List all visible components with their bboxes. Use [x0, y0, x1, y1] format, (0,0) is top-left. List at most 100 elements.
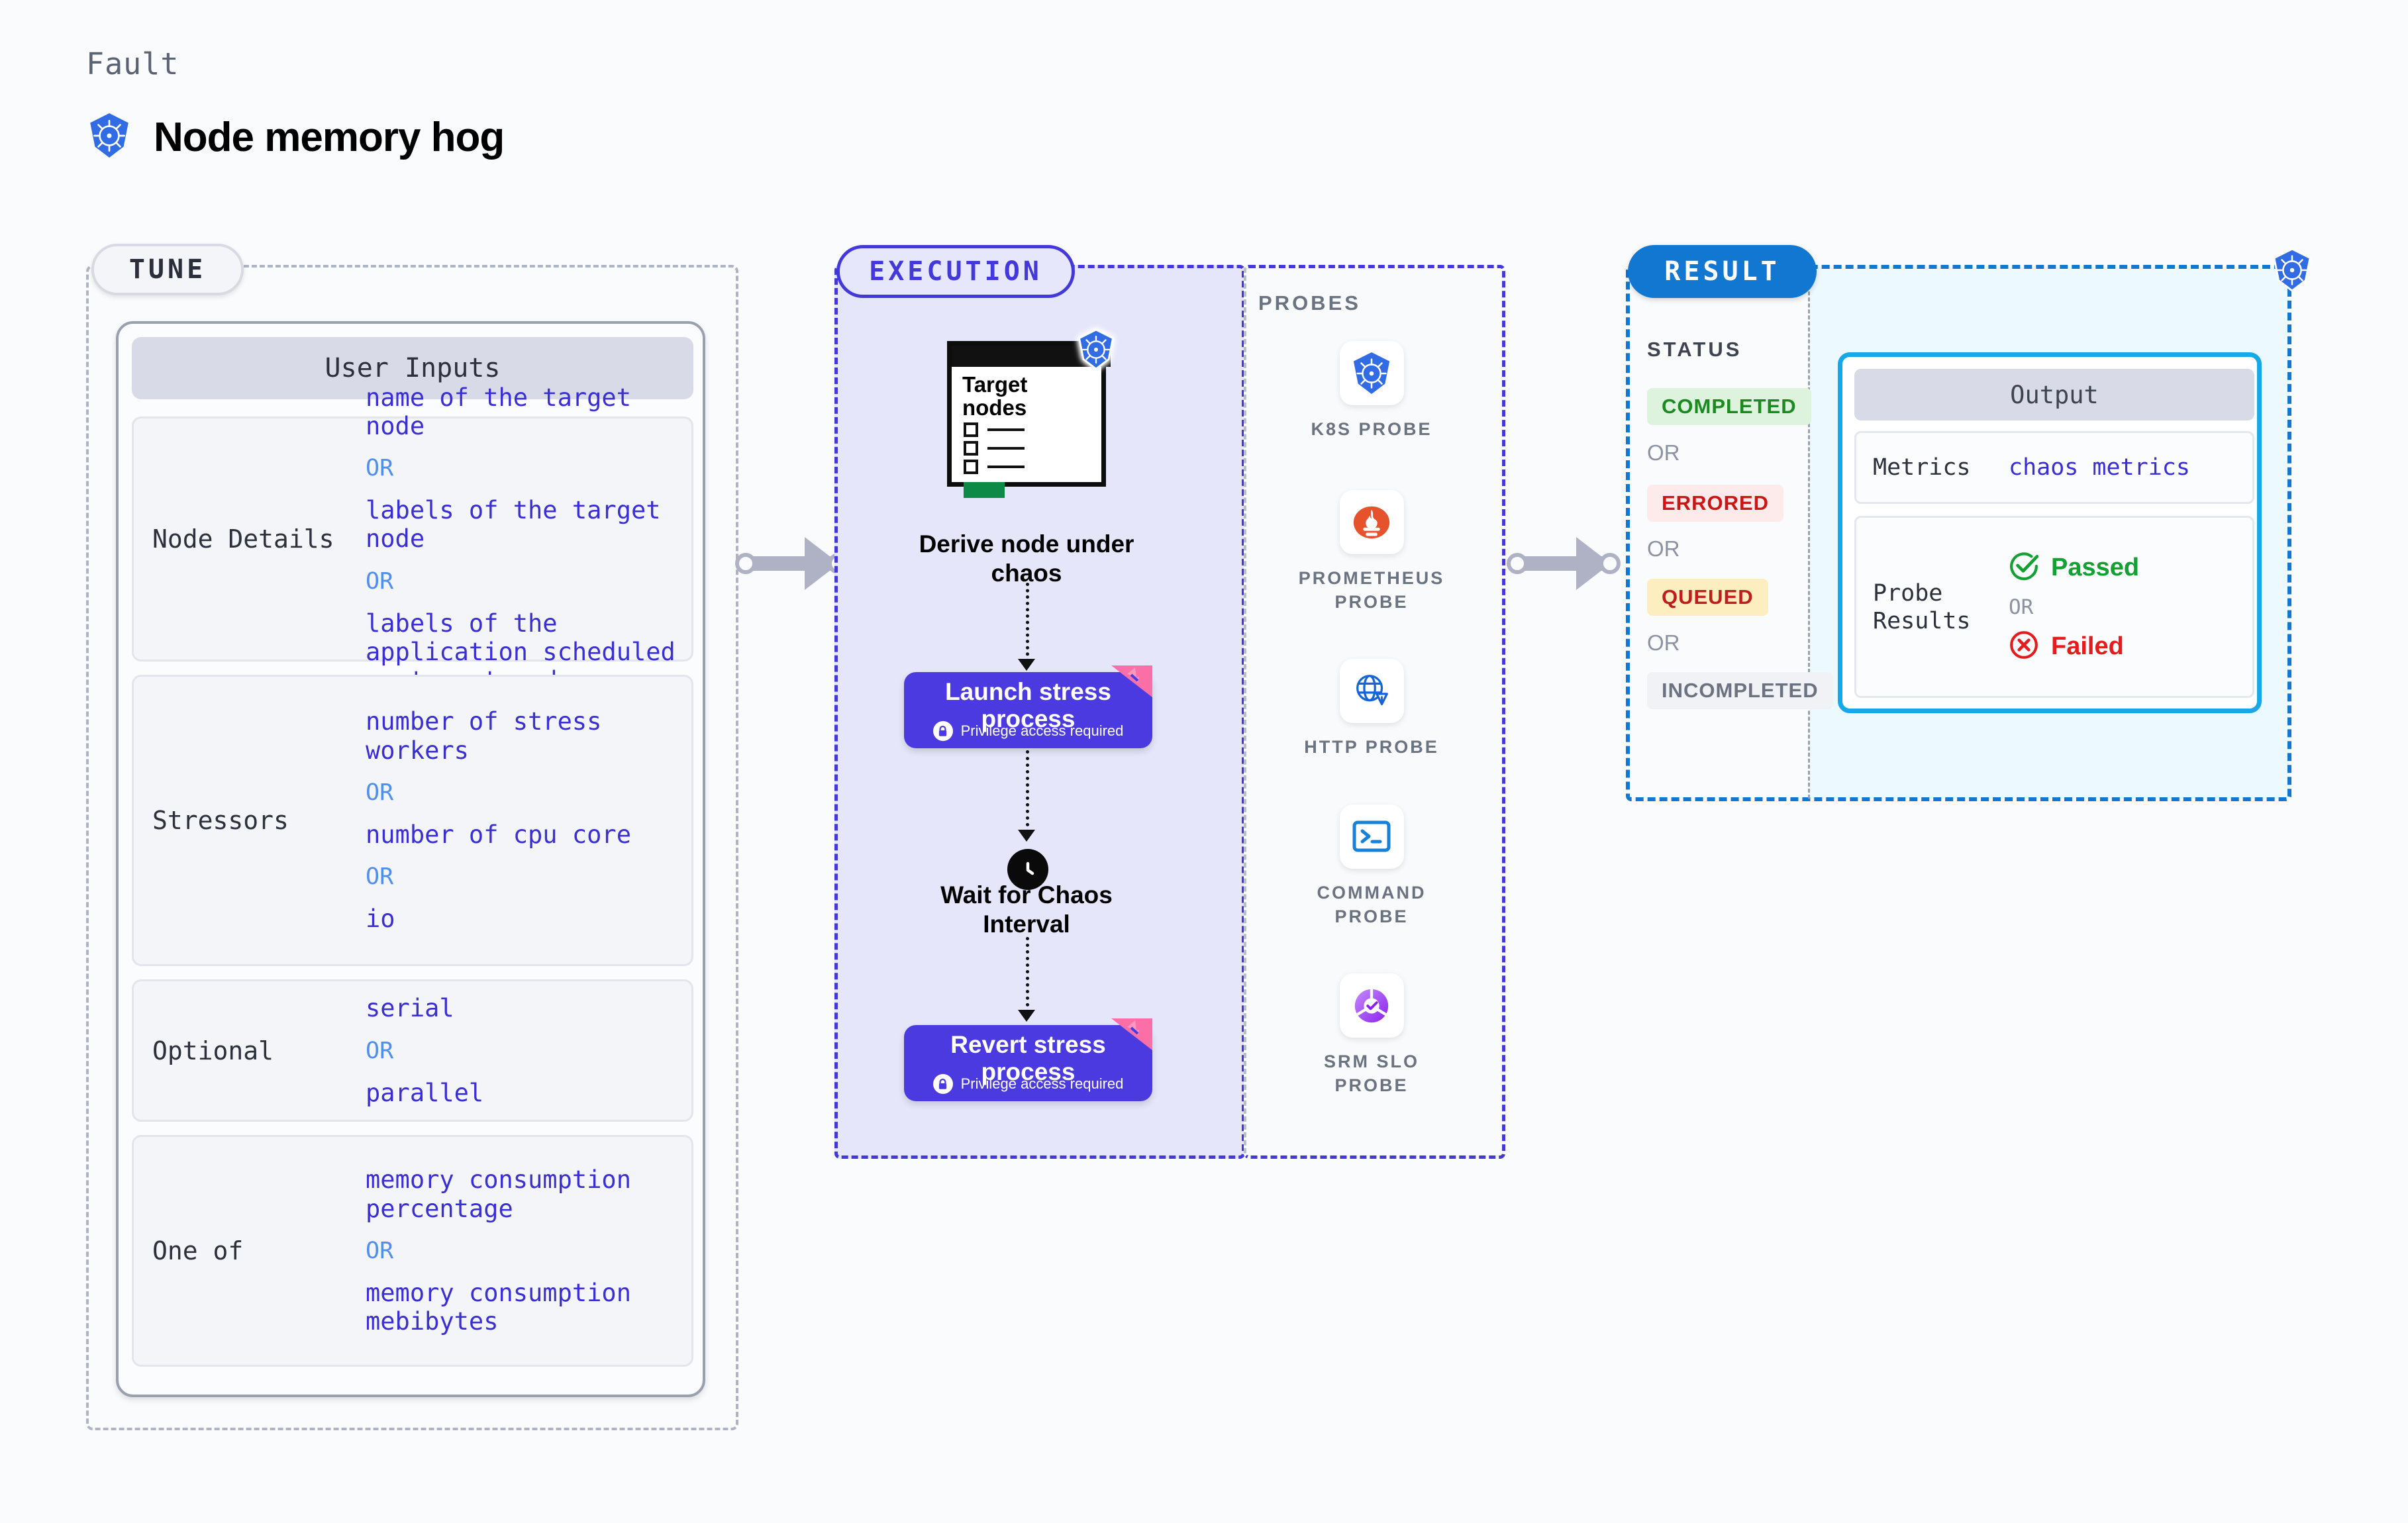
input-row-node-details[interactable]: Node Details name of the target node OR … — [132, 383, 693, 695]
corner-ribbon-icon — [1111, 1018, 1152, 1055]
row-value: number of stress workers — [366, 707, 602, 765]
row-label: Node Details — [152, 524, 334, 554]
probes-section-label: PROBES — [1258, 291, 1361, 315]
status-or: OR — [1647, 440, 1680, 465]
tune-zone — [86, 265, 738, 1430]
row-value: name of the target node — [366, 383, 631, 440]
probe-label: K8S PROBE — [1311, 419, 1432, 439]
row-or: OR — [366, 779, 394, 806]
lock-icon — [932, 1074, 953, 1094]
check-circle-icon — [2009, 551, 2039, 585]
row-or: OR — [366, 455, 394, 482]
page-eyebrow: Fault — [86, 46, 179, 81]
flow-connector — [1026, 583, 1029, 662]
row-value: memory consumption mebibytes — [366, 1279, 631, 1336]
row-or: OR — [366, 1238, 394, 1264]
privilege-text: Privilege access required — [960, 1075, 1124, 1092]
probe-label: HTTP PROBE — [1304, 737, 1439, 757]
privilege-badge: Privilege access required — [904, 721, 1152, 741]
prometheus-icon — [1339, 490, 1404, 554]
probe-result-failed: Failed — [2009, 630, 2139, 663]
row-label: One of — [152, 1236, 244, 1265]
result-pill: RESULT — [1628, 245, 1817, 298]
row-value: parallel — [366, 1078, 484, 1107]
target-nodes-title: Target nodes — [962, 372, 1028, 420]
user-inputs-title: User Inputs — [132, 337, 693, 399]
flow-arrow — [1018, 659, 1035, 671]
page-header: Node memory hog — [87, 113, 505, 162]
row-values: number of stress workers OR number of cp… — [366, 707, 691, 933]
row-value: number of cpu core — [366, 820, 631, 849]
row-values: serial OR parallel — [366, 994, 691, 1107]
flow-connector — [1026, 937, 1029, 1013]
input-row-stressors[interactable]: Stressors number of stress workers OR nu… — [132, 675, 693, 966]
kubernetes-icon — [1077, 328, 1115, 373]
flow-arrow — [1018, 830, 1035, 842]
row-value: memory consumption percentage — [366, 1165, 631, 1223]
clock-icon — [1007, 849, 1048, 890]
probe-http[interactable]: HTTP PROBE — [1295, 659, 1448, 759]
flow-arrow — [1018, 1010, 1035, 1022]
result-divider — [1808, 268, 1810, 799]
status-or: OR — [1647, 630, 1680, 655]
row-label: Stressors — [152, 806, 289, 835]
status-badge-queued: QUEUED — [1647, 579, 1768, 616]
status-or: OR — [1647, 536, 1680, 561]
row-value: io — [366, 905, 395, 934]
passed-label: Passed — [2051, 553, 2140, 581]
corner-ribbon-icon — [1111, 665, 1152, 702]
status-label: STATUS — [1647, 338, 1742, 361]
probe-result-values: Passed OR Failed — [2009, 551, 2139, 663]
input-row-optional[interactable]: Optional serial OR parallel — [132, 979, 693, 1122]
kubernetes-icon — [2272, 248, 2313, 295]
probe-k8s[interactable]: K8S PROBE — [1295, 341, 1448, 441]
result-zone — [1626, 265, 2291, 801]
row-label: Metrics — [1873, 454, 1971, 481]
row-label: Optional — [152, 1036, 274, 1065]
execution-pill: EXECUTION — [836, 245, 1075, 298]
row-value: labels of the target node — [366, 496, 661, 554]
row-or: OR — [366, 863, 394, 891]
target-nodes-illustration: Target nodes — [947, 328, 1114, 498]
row-or: OR — [366, 1037, 394, 1064]
failed-label: Failed — [2051, 632, 2124, 660]
flow-connector — [1026, 750, 1029, 833]
row-values: memory consumption percentage OR memory … — [366, 1165, 691, 1336]
probe-result-or: OR — [2009, 595, 2034, 619]
row-values: name of the target node OR labels of the… — [366, 383, 691, 695]
tune-pill: TUNE — [91, 244, 244, 295]
input-row-one-of[interactable]: One of memory consumption percentage OR … — [132, 1135, 693, 1367]
kubernetes-icon — [1339, 341, 1404, 405]
status-badge-errored: ERRORED — [1647, 485, 1784, 522]
page-title: Node memory hog — [154, 115, 505, 160]
status-badge-completed: COMPLETED — [1647, 388, 1811, 425]
status-badge-incompleted: INCOMPLETED — [1647, 672, 1833, 709]
output-row-metrics[interactable]: Metrics chaos metrics — [1854, 431, 2254, 504]
kubernetes-icon — [87, 113, 131, 162]
terminal-icon — [1339, 805, 1404, 869]
row-value: chaos metrics — [2009, 454, 2190, 481]
output-card-title: Output — [1854, 369, 2254, 420]
x-circle-icon — [2009, 630, 2039, 663]
http-globe-icon — [1339, 659, 1404, 723]
row-value: serial — [366, 994, 454, 1023]
row-or: OR — [366, 567, 394, 595]
lock-icon — [932, 721, 953, 741]
privilege-badge: Privilege access required — [904, 1074, 1152, 1094]
srm-slo-icon — [1339, 973, 1404, 1038]
